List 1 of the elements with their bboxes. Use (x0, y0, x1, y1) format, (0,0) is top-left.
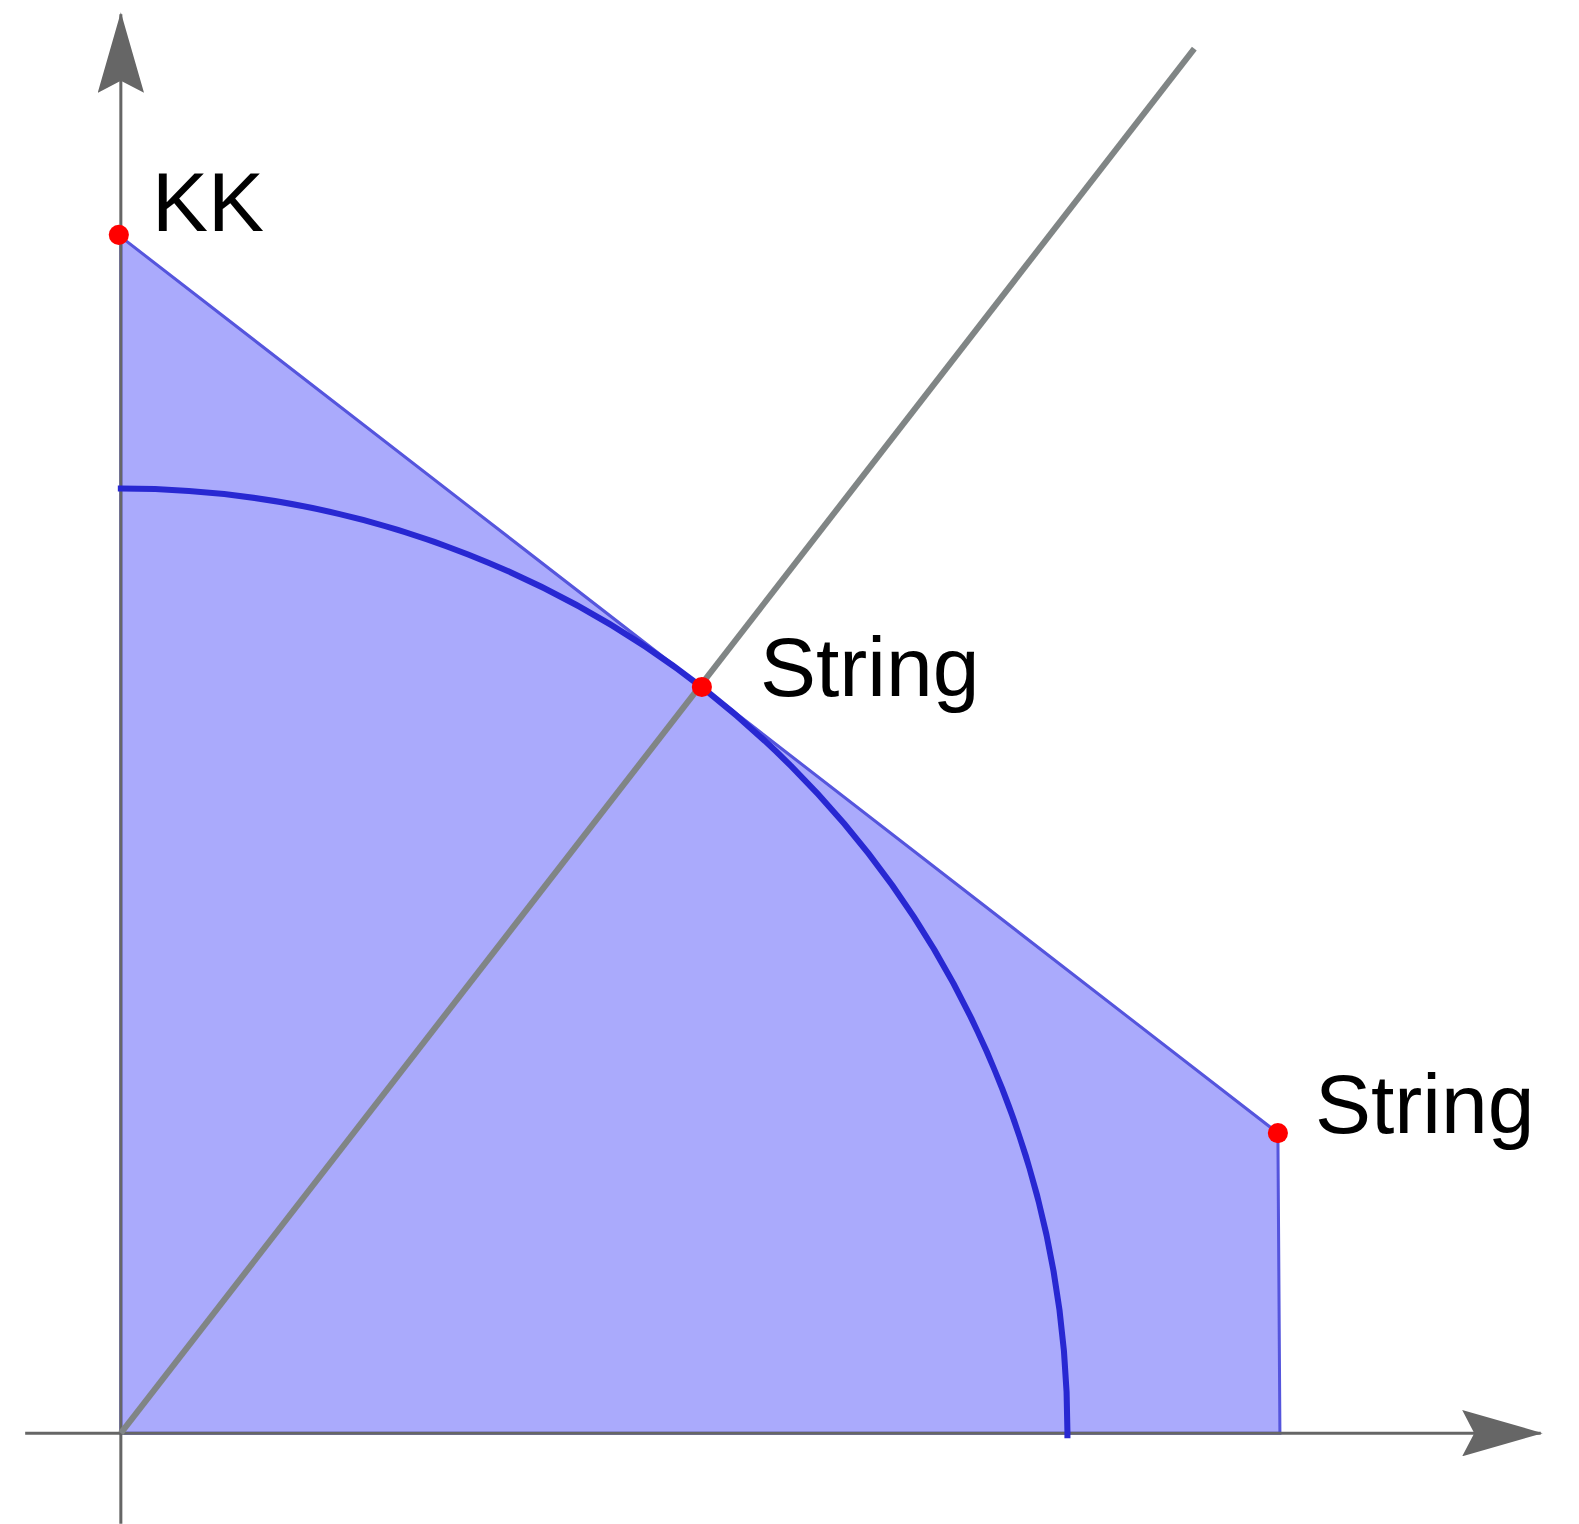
point-label: KK (152, 160, 265, 244)
